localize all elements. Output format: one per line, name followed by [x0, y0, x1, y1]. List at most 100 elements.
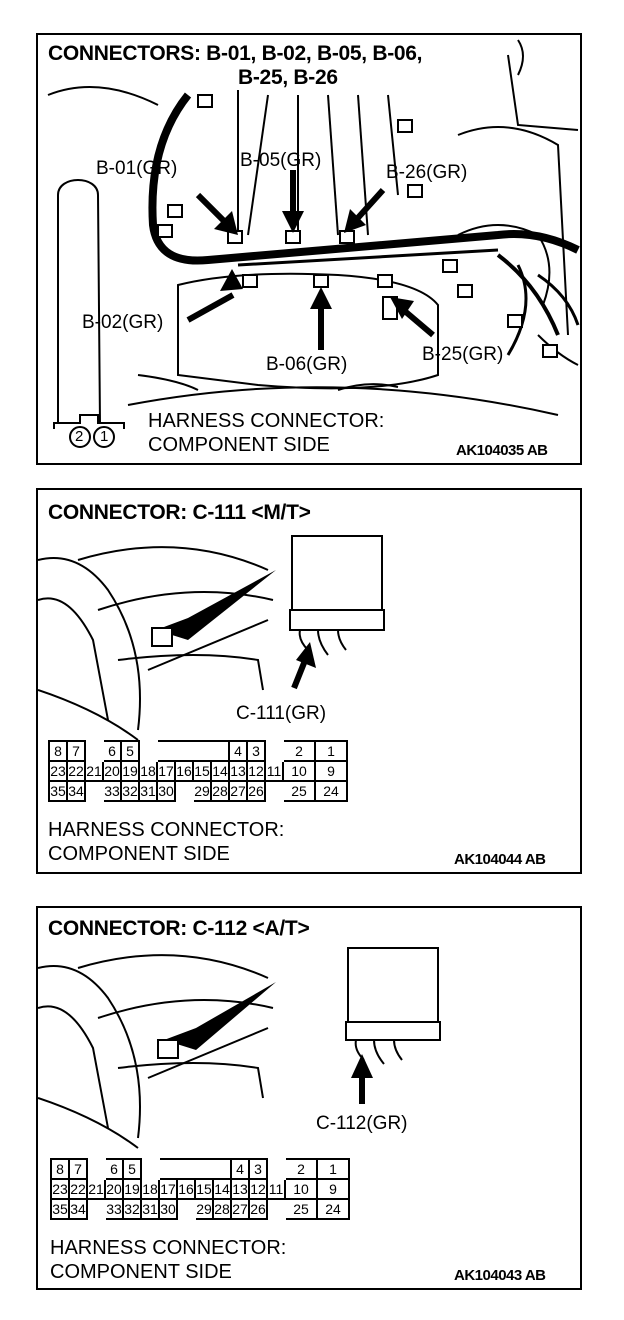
engine-connectors-panel: CONNECTORS: B-01, B-02, B-05, B-06, B-25…	[36, 33, 582, 465]
pin-gap	[175, 781, 193, 801]
pin-gap	[265, 781, 283, 801]
figure-code: AK104044 AB	[454, 851, 546, 868]
pin-cell: 34	[68, 1198, 88, 1220]
panel3-title: CONNECTOR: C-112 <A/T>	[48, 917, 310, 940]
figure-code: AK104035 AB	[456, 442, 548, 459]
pin-cell: 23	[50, 1178, 70, 1200]
pin-cell: 33	[104, 1198, 124, 1220]
pin-cell: 16	[176, 1178, 196, 1200]
pin-cell: 1	[316, 1158, 350, 1180]
pin-cell: 10	[284, 1178, 318, 1200]
pin-cell: 14	[210, 760, 230, 782]
connector-c112-panel: CONNECTOR: C-112 <A/T> C-112(GR) 8 7 6 5…	[36, 906, 582, 1290]
pin-cell: 34	[66, 780, 86, 802]
legend-line2: COMPONENT SIDE	[148, 434, 330, 456]
pin-cell: 21	[86, 1178, 106, 1200]
label-b01: B-01(GR)	[96, 158, 178, 179]
pin-cell: 5	[120, 740, 140, 762]
pin-cell: 3	[248, 1158, 268, 1180]
pin-cell: 9	[316, 1178, 350, 1200]
pin-cell: 13	[230, 1178, 250, 1200]
pin-gap	[139, 741, 157, 761]
pin-cell: 7	[66, 740, 86, 762]
pin-cell: 26	[246, 780, 266, 802]
pin-cell: 28	[212, 1198, 232, 1220]
pin-cell: 12	[246, 760, 266, 782]
pin-cell: 24	[316, 1198, 350, 1220]
connector-c111-panel: CONNECTOR: C-111 <M/T> C-111(GR) 8 7 6 5…	[36, 488, 582, 874]
panel1-title-line2: B-25, B-26	[238, 66, 338, 89]
pin-cell: 11	[266, 1178, 286, 1200]
pin-cell-blank	[158, 1158, 232, 1179]
pin-cell: 2	[284, 1158, 318, 1180]
pin-cell: 32	[120, 780, 140, 802]
pin-layout-c111: 8 7 6 5 4 3 2 1 23 22 21 20 19 18 17 16 …	[48, 740, 348, 802]
panel2-title: CONNECTOR: C-111 <M/T>	[48, 501, 311, 524]
pin-gap	[87, 1199, 105, 1219]
pin-cell: 25	[282, 780, 316, 802]
panel2-footer-line2: COMPONENT SIDE	[48, 843, 230, 865]
pin-cell: 20	[102, 760, 122, 782]
label-b05: B-05(GR)	[240, 150, 322, 171]
dashboard-illustration-c111	[38, 535, 385, 741]
pin-cell: 6	[104, 1158, 124, 1180]
pin-cell: 5	[122, 1158, 142, 1180]
pin-cell: 17	[158, 1178, 178, 1200]
pin-cell: 4	[228, 740, 248, 762]
pin-cell: 18	[138, 760, 158, 782]
legend-pin-2: 2	[75, 428, 84, 445]
pin-cell: 29	[194, 1198, 214, 1220]
pin-cell: 4	[230, 1158, 250, 1180]
pin-cell: 19	[120, 760, 140, 782]
label-b02: B-02(GR)	[82, 312, 164, 333]
pin-cell: 3	[246, 740, 266, 762]
pin-cell: 27	[228, 780, 248, 802]
pin-cell: 9	[314, 760, 348, 782]
panel3-footer-line2: COMPONENT SIDE	[50, 1261, 232, 1283]
pin-cell: 27	[230, 1198, 250, 1220]
pin-cell: 22	[68, 1178, 88, 1200]
pin-row-middle: 23 22 21 20 19 18 17 16 15 14 13 12 11 1…	[48, 760, 348, 782]
panel1-title-line1: CONNECTORS: B-01, B-02, B-05, B-06,	[48, 42, 423, 65]
pin-cell: 2	[282, 740, 316, 762]
connector-label-c111: C-111(GR)	[236, 703, 327, 724]
pin-row-top: 8 7 6 5 4 3 2 1	[50, 1158, 350, 1180]
pin-cell: 1	[314, 740, 348, 762]
pin-cell: 10	[282, 760, 316, 782]
pin-cell: 25	[284, 1198, 318, 1220]
pin-gap	[177, 1199, 195, 1219]
pin-cell: 19	[122, 1178, 142, 1200]
legend-line1: HARNESS CONNECTOR:	[148, 410, 385, 432]
pin-cell-blank	[156, 740, 230, 761]
panel3-footer-line1: HARNESS CONNECTOR:	[50, 1237, 287, 1259]
pin-cell: 17	[156, 760, 176, 782]
pin-cell: 23	[48, 760, 68, 782]
pin-row-middle: 23 22 21 20 19 18 17 16 15 14 13 12 11 1…	[50, 1178, 350, 1200]
engine-bay-illustration	[47, 39, 580, 448]
pin-cell: 31	[140, 1198, 160, 1220]
pin-cell: 26	[248, 1198, 268, 1220]
pin-cell: 30	[156, 780, 176, 802]
pin-cell: 6	[102, 740, 122, 762]
dashboard-illustration-c112	[38, 947, 441, 1149]
pin-gap	[267, 1159, 285, 1179]
pin-cell: 28	[210, 780, 230, 802]
pin-cell: 35	[48, 780, 68, 802]
figure-code: AK104043 AB	[454, 1267, 546, 1284]
pin-gap	[87, 1159, 105, 1179]
pin-cell: 8	[50, 1158, 70, 1180]
connector-label-c112: C-112(GR)	[316, 1113, 408, 1134]
label-b26: B-26(GR)	[386, 162, 468, 183]
label-b06: B-06(GR)	[266, 354, 348, 375]
pin-cell: 15	[194, 1178, 214, 1200]
pin-cell: 24	[314, 780, 348, 802]
pin-cell: 30	[158, 1198, 178, 1220]
pin-cell: 15	[192, 760, 212, 782]
pin-row-top: 8 7 6 5 4 3 2 1	[48, 740, 348, 762]
pin-cell: 31	[138, 780, 158, 802]
pin-cell: 29	[192, 780, 212, 802]
pin-layout-c112: 8 7 6 5 4 3 2 1 23 22 21 20 19 18 17 16 …	[50, 1158, 350, 1220]
pin-cell: 14	[212, 1178, 232, 1200]
pin-cell: 33	[102, 780, 122, 802]
pin-gap	[85, 781, 103, 801]
